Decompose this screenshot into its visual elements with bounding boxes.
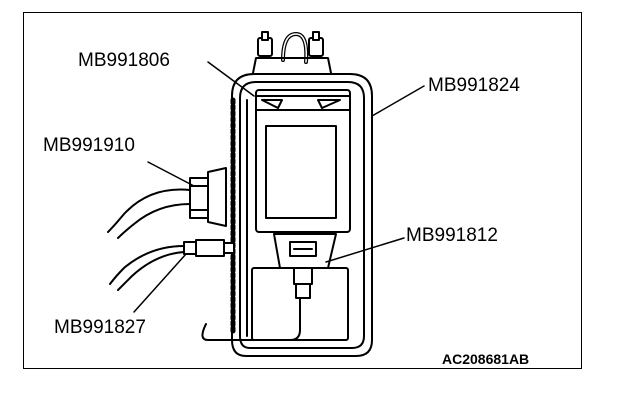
- connector-mb991812: [251, 233, 349, 341]
- leader-lines: [133, 61, 425, 313]
- connector-mb991910: [107, 167, 227, 239]
- label-mb991910: MB991910: [43, 135, 135, 156]
- figure-id: AC208681AB: [442, 351, 530, 367]
- adapter-card: [255, 89, 351, 233]
- connector-mb991827: [109, 239, 235, 291]
- label-mb991806: MB991806: [78, 50, 170, 71]
- label-mb991812: MB991812: [406, 225, 498, 246]
- hose-connectors: [251, 31, 333, 79]
- label-mb991827: MB991827: [54, 317, 146, 338]
- label-mb991824: MB991824: [428, 75, 520, 96]
